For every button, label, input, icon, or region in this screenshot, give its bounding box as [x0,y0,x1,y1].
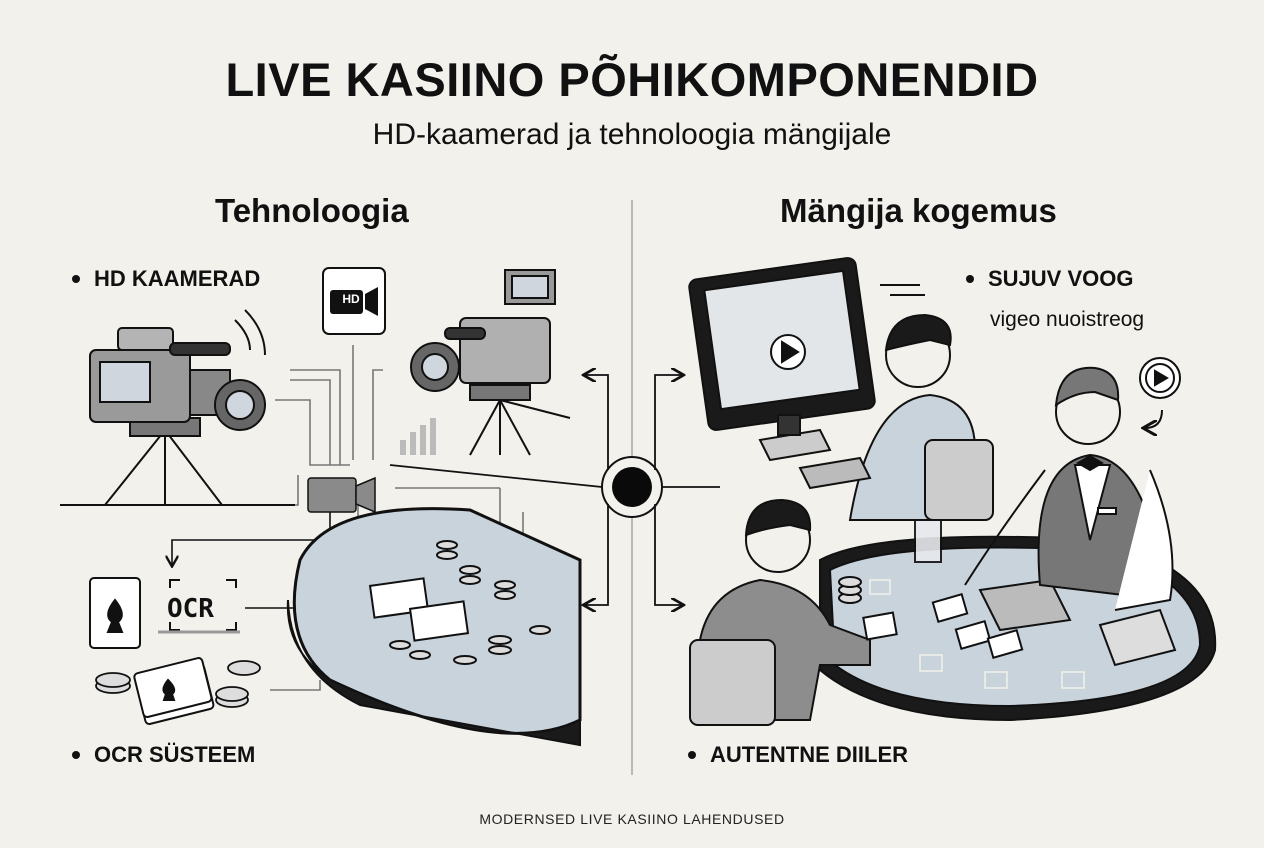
bullet-dot [688,751,696,759]
bullet-dot [966,275,974,283]
monitor-stream-icon [688,257,925,462]
hd-camera-left-icon [60,309,295,506]
bullet-dot [72,751,80,759]
bullet-ocr-system: OCR SÜSTEEM [72,742,255,768]
bullet-smooth-stream: SUJUV VOOG [966,266,1133,292]
chips-icon [95,660,261,708]
ocr-scan-frame-icon [158,579,240,634]
ocr-label: OCR [167,594,214,624]
player-monitor-icon [798,313,994,521]
page-title: LIVE KASIINO PÕHIKOMPONENDID [225,53,1039,106]
player-table-icon [689,498,898,726]
footer-caption: MODERNSED LIVE KASIINO LAHENDUSED [479,811,785,827]
signal-bars-icon [400,418,436,455]
playing-card-icon [89,577,141,649]
section-heading-technology: Tehnoloogia [215,192,409,229]
video-camera-icon [307,476,376,514]
bullet-hd-cameras-label: HD KAAMERAD [94,266,261,291]
page-subtitle: HD-kaamerad ja tehnoloogia mängijale [372,118,892,151]
bullet-ocr-system-label: OCR SÜSTEEM [94,742,256,767]
dealer-icon [964,366,1174,611]
hd-camera-badge-icon [322,267,386,335]
bullet-authentic-dealer-label: AUTENTNE DIILER [710,742,908,767]
smooth-stream-description: vigeo nuoistreog [990,308,1145,331]
section-heading-player-experience: Mängija kogemus [780,192,1057,229]
bullet-authentic-dealer: AUTENTNE DIILER [688,742,908,768]
casino-table-left [286,507,582,747]
hd-camera-tripod-icon [410,269,571,456]
hd-badge-label: HD [342,292,360,306]
play-button-icon [1139,357,1181,428]
bullet-hd-cameras: HD KAAMERAD [72,266,260,292]
bullet-smooth-stream-label: SUJUV VOOG [988,266,1134,291]
card-deck-icon [133,657,215,725]
bullet-dot [72,275,80,283]
central-hub [389,375,720,605]
